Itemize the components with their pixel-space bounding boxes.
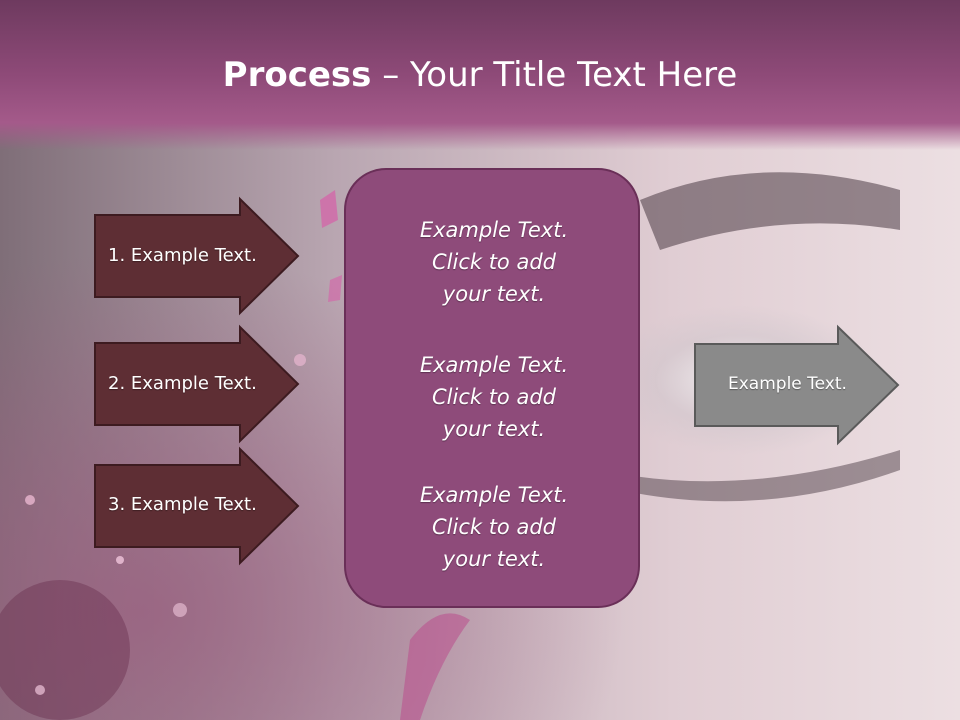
title-separator: –: [371, 55, 411, 95]
left-arrow-1[interactable]: [94, 196, 300, 316]
right-arrow-label: Example Text.: [728, 374, 847, 394]
center-item-1: Example Text. Click to add your text.: [346, 214, 642, 310]
center-item-3: Example Text. Click to add your text.: [346, 479, 642, 575]
center-item-1-line1: Example Text.: [419, 218, 569, 242]
center-item-3-line3: your text.: [442, 547, 546, 571]
right-arrow[interactable]: [694, 324, 900, 446]
center-item-2-line2: Click to add: [431, 385, 556, 409]
left-arrow-2-label: 2. Example Text.: [108, 373, 257, 394]
center-content-box[interactable]: Example Text. Click to add your text. Ex…: [344, 168, 640, 608]
center-item-1-line3: your text.: [442, 282, 546, 306]
title-rest: Your Title Text Here: [410, 55, 738, 95]
left-arrow-3-label: 3. Example Text.: [108, 494, 257, 515]
title-bold: Process: [222, 55, 372, 95]
slide-title[interactable]: Process – Your Title Text Here: [0, 52, 960, 98]
left-arrow-2[interactable]: [94, 324, 300, 444]
center-item-3-line1: Example Text.: [419, 483, 569, 507]
center-item-3-line2: Click to add: [431, 515, 556, 539]
center-item-2-line3: your text.: [442, 417, 546, 441]
center-item-2-line1: Example Text.: [419, 353, 569, 377]
left-arrow-3[interactable]: [94, 446, 300, 566]
header-band: [0, 0, 960, 150]
left-arrow-1-label: 1. Example Text.: [108, 245, 257, 266]
center-item-1-line2: Click to add: [431, 250, 556, 274]
center-item-2: Example Text. Click to add your text.: [346, 349, 642, 445]
